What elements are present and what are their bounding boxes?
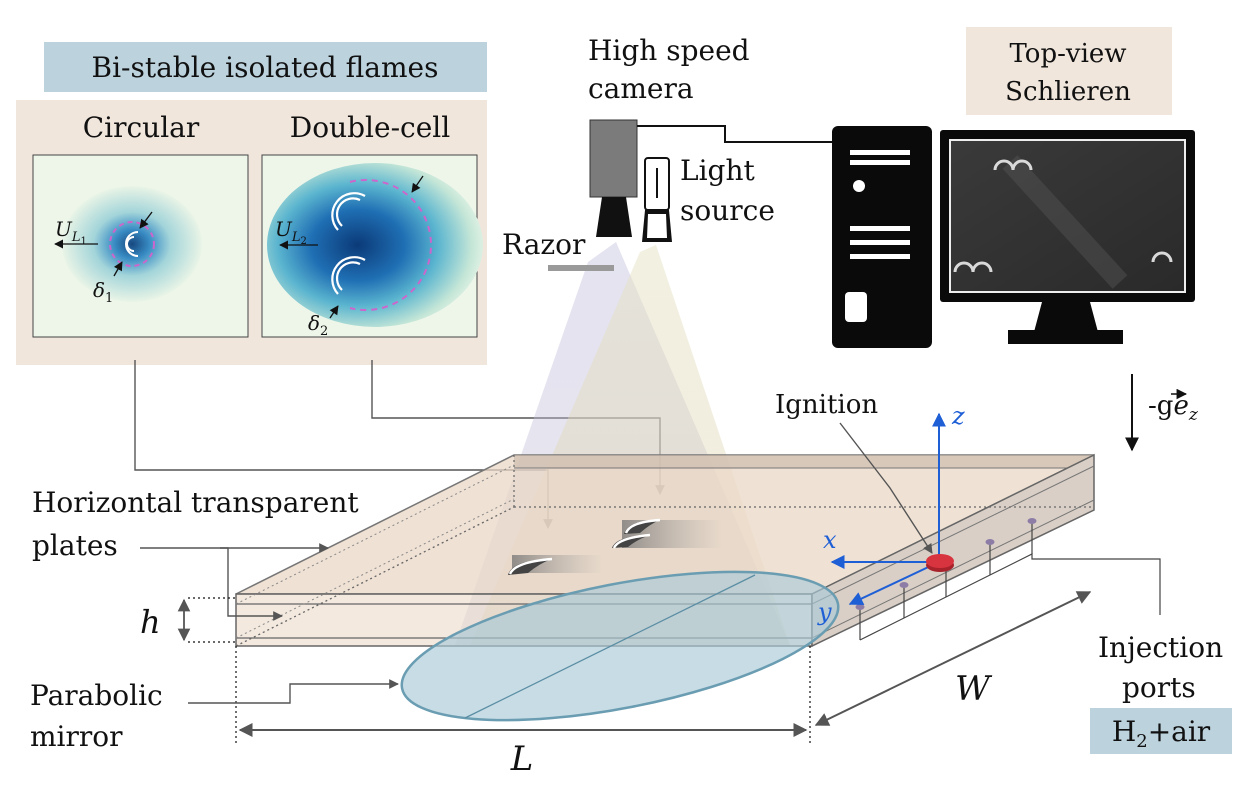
port-1 xyxy=(855,604,865,610)
port-3 xyxy=(985,539,995,545)
mixture-label: H2+air xyxy=(1112,715,1211,752)
axis-y-label: y xyxy=(817,598,832,626)
mirror-leader xyxy=(188,679,399,704)
high-speed-camera xyxy=(589,119,638,237)
chamber-flames xyxy=(508,518,722,575)
circular-velocity-label: UL1 xyxy=(55,217,87,247)
circular-thickness-label: δ1 xyxy=(93,278,113,306)
flames-panel: Bi-stable isolated flames Circular Doubl… xyxy=(16,42,487,365)
monitor xyxy=(940,130,1195,344)
W-dimension-arrow xyxy=(814,591,1092,726)
ignition-point xyxy=(926,554,954,572)
plates-leader-bottom xyxy=(220,547,283,621)
double-cell-flame-image: UL2 δ2 xyxy=(261,154,483,339)
double-cell-title: Double-cell xyxy=(290,111,450,144)
double-cell-velocity-label: UL2 xyxy=(275,217,307,247)
port-2 xyxy=(899,582,909,588)
W-label: W xyxy=(955,669,993,709)
razor-blade xyxy=(548,265,614,271)
ignition-leader xyxy=(839,422,933,554)
camera-label-line1: High speed xyxy=(588,34,750,67)
schlieren-label-bg xyxy=(966,27,1172,115)
panel-header: Bi-stable isolated flames xyxy=(92,51,439,84)
ignition-label: Ignition xyxy=(775,390,878,420)
circular-title: Circular xyxy=(83,111,200,144)
mirror-label-line2: mirror xyxy=(30,720,123,753)
parabolic-mirror xyxy=(400,570,840,722)
h-label: h xyxy=(140,603,161,641)
panel-header-bg xyxy=(44,42,487,92)
light-label-line2: source xyxy=(680,194,775,227)
axis-z-label: z xyxy=(951,402,965,430)
camera-label-line2: camera xyxy=(588,72,694,105)
camera-cable xyxy=(637,125,832,143)
port-4 xyxy=(1027,518,1037,524)
schlieren-label-line1: Top-view xyxy=(1009,39,1126,69)
gravity-label: -gez xyxy=(1148,391,1199,425)
mixture-label-bg xyxy=(1090,708,1232,754)
computer-tower xyxy=(832,126,932,348)
mirror-label-line1: Parabolic xyxy=(30,679,163,712)
light-label-line1: Light xyxy=(680,154,756,187)
axis-x-label: x xyxy=(823,526,837,554)
L-label: L xyxy=(510,739,534,779)
plates-label-line1: Horizontal transparent xyxy=(32,486,359,519)
injection-label-line1: Injection xyxy=(1098,631,1223,664)
circular-flame-image: UL1 δ1 xyxy=(32,154,249,338)
plates-label-line2: plates xyxy=(32,529,118,562)
razor-label: Razor xyxy=(502,228,586,261)
injection-label-line2: ports xyxy=(1122,671,1196,704)
light-source xyxy=(642,157,672,242)
double-cell-thickness-label: δ2 xyxy=(308,311,328,339)
schlieren-label-line2: Schlieren xyxy=(1005,77,1131,107)
top-plate-edge-back xyxy=(514,455,1094,468)
